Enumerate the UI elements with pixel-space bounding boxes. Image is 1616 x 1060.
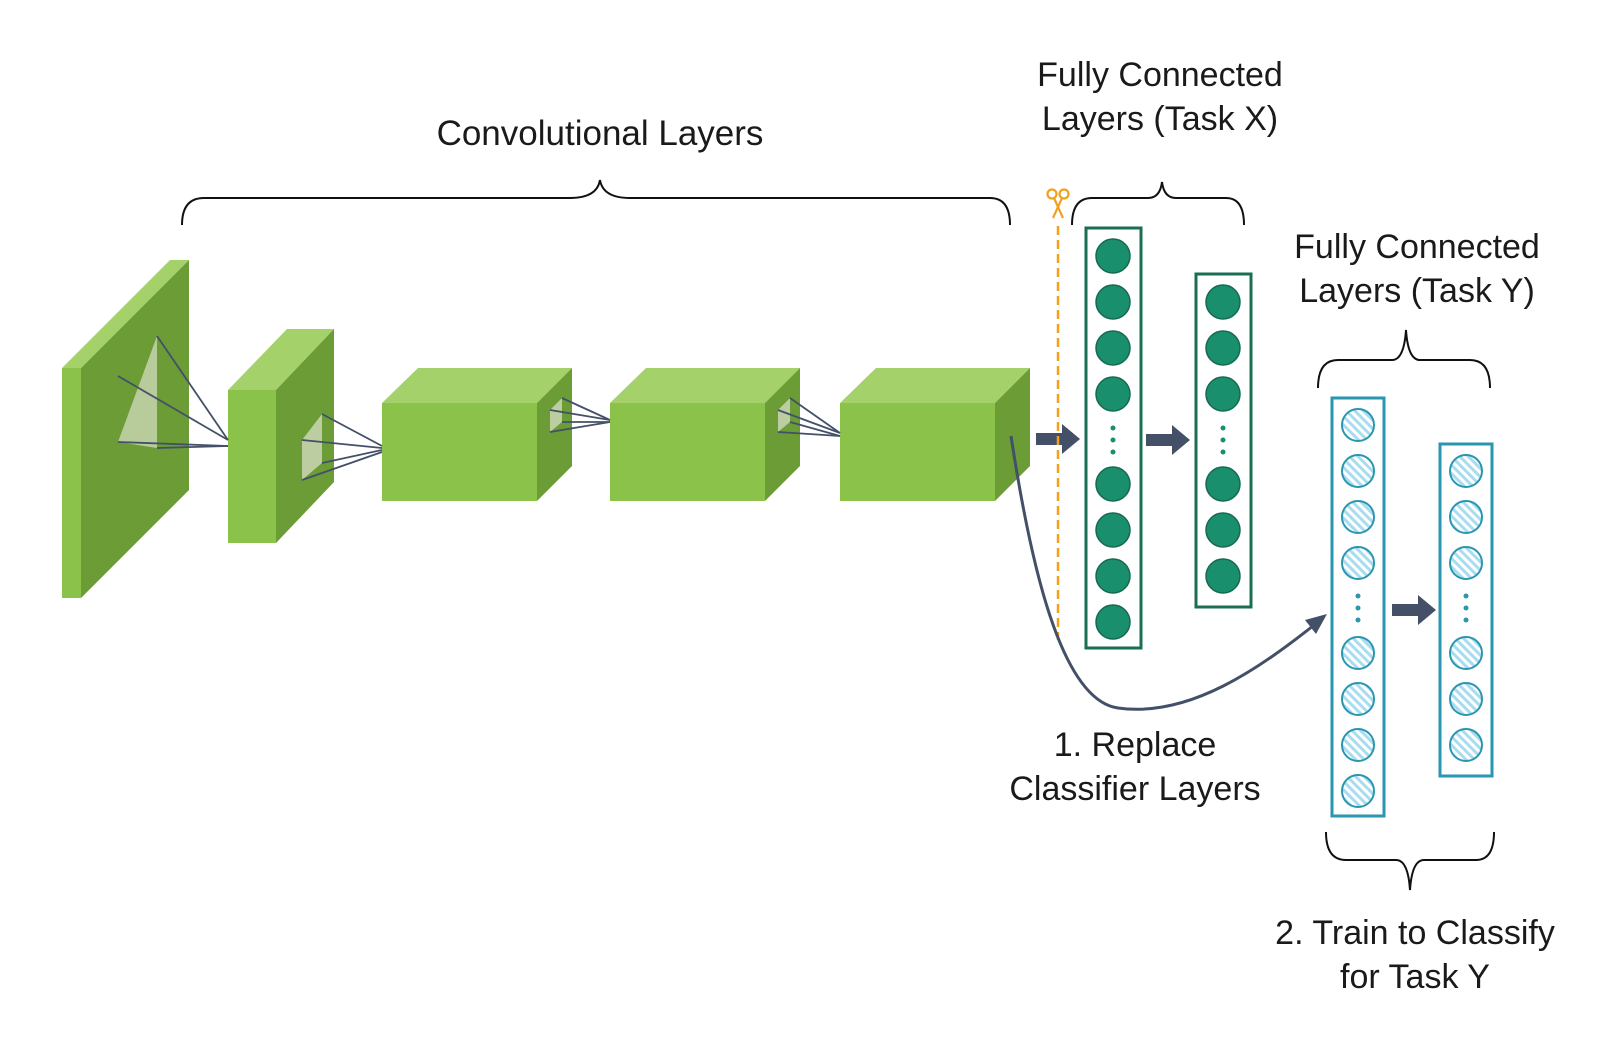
scissors-icon bbox=[1046, 188, 1070, 219]
label-convolutional-layers-line-1: Convolutional Layers bbox=[436, 114, 764, 153]
label-fc-task-x-line-1: Fully Connected bbox=[1037, 56, 1283, 94]
label-convolutional-layers: Convolutional Layers bbox=[380, 112, 820, 157]
fc-task-y-layer-1 bbox=[1330, 396, 1386, 818]
arrow-icon bbox=[1146, 425, 1190, 455]
fc-task-x-layer-1 bbox=[1084, 226, 1143, 650]
label-step-2-line-2: for Task Y bbox=[1340, 957, 1490, 996]
replace-curve-arrow bbox=[1009, 435, 1319, 711]
conv-block-1 bbox=[62, 260, 189, 598]
label-step-2-line-1: 2. Train to Classify bbox=[1275, 914, 1555, 952]
label-fc-task-y-line-2: Layers (Task Y) bbox=[1299, 271, 1535, 310]
conv-block-4-kernel bbox=[778, 398, 790, 432]
receptive-field-lines bbox=[117, 335, 841, 481]
brace-fc-task-x bbox=[1071, 181, 1245, 226]
arrow-icon bbox=[1305, 614, 1327, 634]
label-step-1-line-2: Classifier Layers bbox=[1009, 769, 1261, 808]
fc-task-x-layer-2 bbox=[1194, 272, 1253, 609]
conv-block-2 bbox=[228, 329, 334, 543]
fc-task-y-layer-2 bbox=[1438, 442, 1494, 778]
label-fc-task-x: Fully Connected Layers (Task X) bbox=[1010, 54, 1310, 141]
conv-block-3 bbox=[382, 368, 572, 501]
label-fc-task-y: Fully Connected Layers (Task Y) bbox=[1262, 226, 1572, 313]
brace-conv-layers bbox=[181, 179, 1011, 226]
brace-fc-task-y bbox=[1317, 329, 1491, 389]
conv-block-2-kernel bbox=[302, 414, 322, 480]
label-step-2-train: 2. Train to Classify for Task Y bbox=[1250, 912, 1580, 999]
conv-block-1-kernel bbox=[118, 336, 157, 448]
conv-block-5 bbox=[840, 368, 1030, 501]
conv-block-3-kernel bbox=[550, 398, 562, 432]
label-step-1-line-1: 1. Replace bbox=[1053, 726, 1217, 764]
conv-block-4 bbox=[610, 368, 800, 501]
label-fc-task-y-line-1: Fully Connected bbox=[1294, 228, 1540, 266]
arrow-icon bbox=[1392, 595, 1436, 625]
brace-train-task-y bbox=[1325, 831, 1495, 891]
label-fc-task-x-line-2: Layers (Task X) bbox=[1041, 99, 1279, 138]
label-step-1-replace: 1. Replace Classifier Layers bbox=[990, 724, 1280, 811]
